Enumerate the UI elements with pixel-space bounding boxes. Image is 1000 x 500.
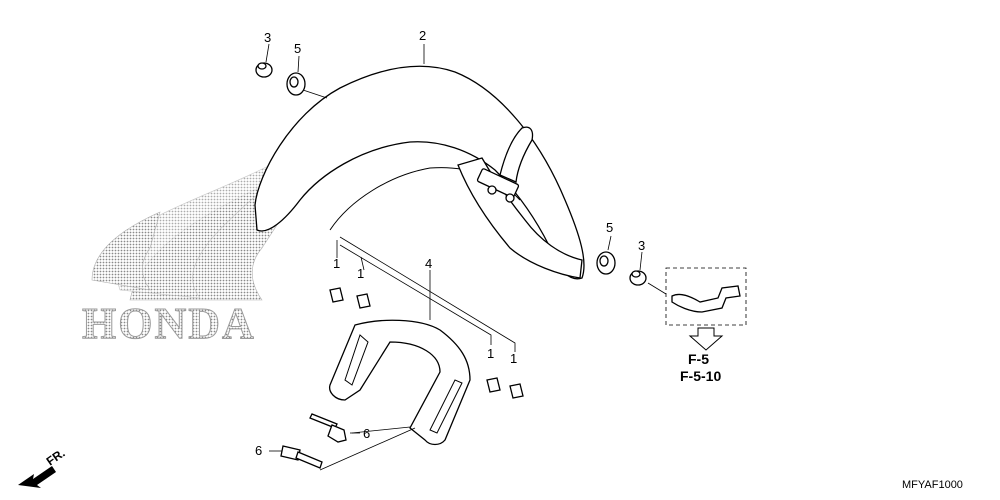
reference-link-f5[interactable]: F-5	[688, 351, 709, 367]
callout-6: 6	[255, 443, 262, 458]
callout-1: 1	[333, 256, 340, 271]
reference-box	[665, 267, 747, 326]
diagram-code: MFYAF1000	[902, 479, 963, 491]
callout-5: 5	[294, 41, 301, 56]
bolt-3-upper[interactable]	[255, 62, 273, 78]
callout-3: 3	[638, 238, 645, 253]
callout-2: 2	[419, 28, 426, 43]
leader-lines	[265, 43, 667, 471]
callout-3: 3	[264, 30, 271, 45]
grommet-5-upper[interactable]	[286, 72, 306, 96]
front-direction-label: FR.	[44, 446, 68, 469]
fender-bracket[interactable]	[329, 319, 471, 446]
bolt-6-upper[interactable]	[309, 413, 347, 443]
bolt-3-right[interactable]	[629, 270, 647, 286]
callout-6: 6	[363, 426, 370, 441]
watermark-text: HONDA	[82, 299, 256, 348]
callout-1: 1	[357, 266, 364, 281]
front-direction-arrow-icon	[18, 466, 56, 488]
callout-5: 5	[606, 220, 613, 235]
grommet-5-right[interactable]	[596, 251, 616, 275]
callout-1: 1	[510, 351, 517, 366]
callout-4: 4	[425, 256, 432, 271]
clip-parts[interactable]	[329, 287, 524, 399]
front-fender[interactable]	[254, 65, 585, 280]
arrow-down-outline-icon	[688, 327, 724, 351]
reference-link-f5-10[interactable]: F-5-10	[680, 368, 721, 384]
callout-1: 1	[487, 346, 494, 361]
bolt-6-lower[interactable]	[280, 445, 323, 469]
